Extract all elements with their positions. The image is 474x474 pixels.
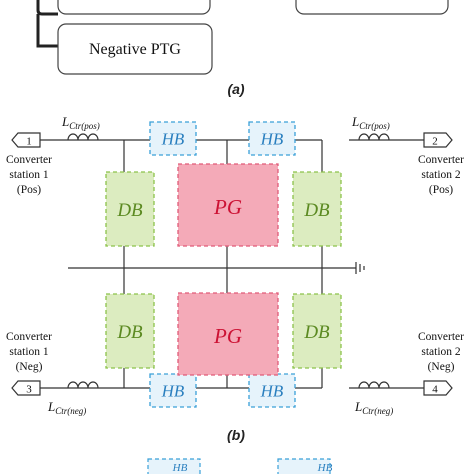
station-bottom-left-line2: station 1 (9, 346, 49, 358)
caption-a: (a) (227, 81, 244, 97)
hb-block-top-left: HB (149, 121, 197, 156)
db-label: DB (116, 322, 143, 343)
hb-label: HB (161, 130, 185, 149)
hb-block-bottom-left: HB (149, 373, 197, 408)
station-top-right-line1: Converter (418, 154, 464, 166)
inductor-top-left (67, 133, 99, 141)
inductor-bottom-left (67, 381, 99, 389)
inductor-label-bottom-left: LCtr(neg) (47, 399, 86, 416)
hb-label: HB (260, 130, 284, 149)
station-top-left-line2: station 1 (9, 169, 49, 181)
db-block-top-left: DB (105, 171, 155, 247)
station-top-left-line3: (Pos) (17, 184, 41, 196)
pg-label: PG (213, 195, 242, 219)
right-box-partial (295, 0, 449, 15)
station-top-right-line3: (Pos) (429, 184, 453, 196)
db-label: DB (116, 200, 143, 221)
negative-ptg-label: Negative PTG (89, 41, 181, 58)
terminal-2: 2 (423, 132, 453, 148)
hb-partial-label-right: HB (317, 462, 333, 474)
positive-ptg-box-partial (57, 0, 211, 15)
hb-label: HB (161, 382, 185, 401)
station-bottom-left-line3: (Neg) (16, 361, 43, 373)
station-top-left-line1: Converter (6, 154, 52, 166)
pg-label: PG (213, 324, 242, 348)
terminal-4: 4 (423, 380, 453, 396)
terminal-1-label: 1 (26, 136, 32, 148)
station-bottom-left-line1: Converter (6, 331, 52, 343)
inductor-top-right (358, 133, 390, 141)
panel-c-partial: HB HB (147, 458, 333, 474)
hb-block-partial-left (147, 458, 201, 474)
panel-a: Negative PTG (a) (36, 0, 449, 97)
db-block-bottom-left: DB (105, 293, 155, 369)
terminal-1: 1 (11, 132, 41, 148)
tree-connector-bottom (36, 14, 58, 48)
negative-ptg-box (57, 23, 213, 75)
terminal-2-label: 2 (432, 136, 438, 148)
tree-connector-top (36, 0, 58, 16)
hb-partial-label-left: HB (172, 462, 188, 474)
terminal-3-label: 3 (26, 384, 32, 396)
station-bottom-right-line1: Converter (418, 331, 464, 343)
terminal-3: 3 (11, 380, 41, 396)
db-block-bottom-right: DB (292, 293, 342, 369)
inductor-label-bottom-right: LCtr(neg) (354, 399, 393, 416)
hb-label: HB (260, 382, 284, 401)
inductor-label-top-right: LCtr(pos) (351, 114, 390, 131)
db-label: DB (303, 322, 330, 343)
station-top-right-line2: station 2 (421, 169, 461, 181)
caption-b: (b) (227, 427, 245, 443)
db-label: DB (303, 200, 330, 221)
pg-block-top: PG (177, 163, 279, 247)
db-block-top-right: DB (292, 171, 342, 247)
inductor-label-top-left: LCtr(pos) (61, 114, 100, 131)
hb-block-top-right: HB (248, 121, 296, 156)
pg-block-bottom: PG (177, 292, 279, 376)
station-bottom-right-line3: (Neg) (428, 361, 455, 373)
terminal-4-label: 4 (432, 384, 438, 396)
ground-symbol (355, 262, 365, 274)
hb-block-partial-right (277, 458, 331, 474)
station-bottom-right-line2: station 2 (421, 346, 461, 358)
hb-block-bottom-right: HB (248, 373, 296, 408)
inductor-bottom-right (358, 381, 390, 389)
